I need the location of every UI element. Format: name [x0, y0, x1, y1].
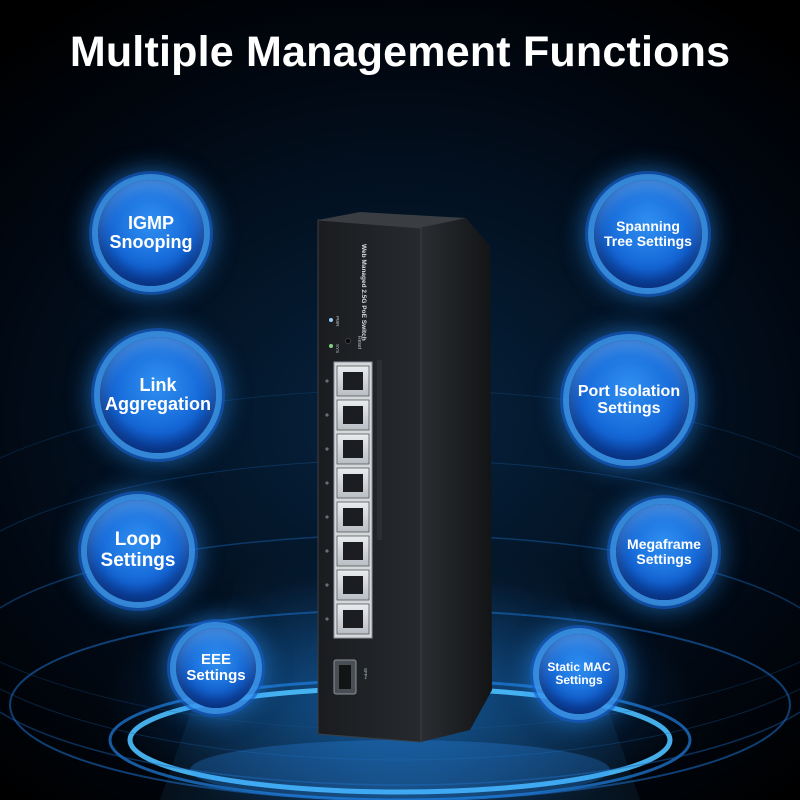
- feature-line: Settings: [597, 400, 661, 417]
- port-leds: [325, 379, 329, 621]
- feature-line: Link: [139, 374, 177, 395]
- feature-line: Loop: [114, 529, 162, 551]
- feature-line: Settings: [186, 667, 246, 684]
- ethernet-ports: [336, 365, 370, 635]
- device-label: Web Managed 2.5G PoE Switch: [360, 244, 367, 341]
- reset-label: Reset: [356, 336, 362, 350]
- pwr-label: PWR: [335, 316, 340, 327]
- reset-pinhole[interactable]: [345, 338, 351, 344]
- sys-led: [329, 344, 333, 348]
- feature-line: Tree Settings: [604, 233, 692, 249]
- feature-line: Settings: [100, 550, 176, 571]
- switch-side-panel: [421, 218, 492, 742]
- feature-line: Settings: [636, 551, 692, 567]
- feature-line: Megaframe: [627, 535, 701, 552]
- feature-line: Aggregation: [105, 394, 211, 414]
- sys-label: SYS: [335, 344, 340, 353]
- pwr-led: [329, 318, 333, 322]
- feature-line: Spanning: [616, 217, 680, 234]
- feature-line: EEE: [200, 650, 231, 668]
- feature-line: IGMP: [127, 212, 174, 233]
- feature-line: Port Isolation: [577, 382, 681, 400]
- feature-line: Settings: [555, 673, 603, 687]
- page-title: Multiple Management Functions: [69, 28, 731, 76]
- sfp-label: SFP+: [363, 668, 368, 680]
- feature-line: Snooping: [109, 232, 193, 252]
- feature-line: Static MAC: [547, 660, 611, 675]
